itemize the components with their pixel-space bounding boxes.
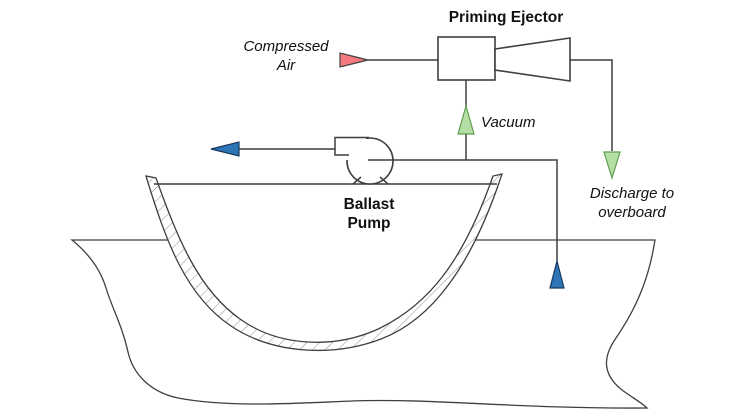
hull-shell-band: [145, 173, 503, 352]
pump-volute-outline: [334, 136, 369, 156]
pump-volute-mask: [335, 136, 366, 160]
ballast-pump-label-line2: Pump: [347, 215, 390, 232]
discharge-down-arrow-icon: [603, 151, 621, 181]
compressed-air-arrow-icon: [339, 52, 369, 68]
vacuum-up-arrow-icon: [457, 103, 475, 135]
suction-pipe: [368, 159, 558, 261]
sea-water-body: [70, 239, 656, 409]
ballast-pump-label-line1: Ballast: [344, 196, 395, 213]
flow-left-arrow-icon: [210, 141, 240, 157]
hull-interior: [146, 174, 502, 351]
suction-flow-up-arrow-icon: [549, 258, 565, 289]
discharge-label-line2: overboard: [598, 204, 666, 221]
priming-ejector-label: Priming Ejector: [449, 9, 564, 26]
overboard-discharge-line: [570, 59, 613, 151]
discharge-label-line1: Discharge to: [590, 185, 674, 202]
compressed-air-label-line1: Compressed: [243, 38, 329, 55]
priming-ejector-box: [437, 36, 496, 81]
vacuum-label: Vacuum: [481, 114, 535, 131]
compressed-air-label-line2: Air: [276, 57, 296, 74]
pump-feet: [352, 176, 389, 185]
ejector-nozzle: [494, 37, 571, 82]
